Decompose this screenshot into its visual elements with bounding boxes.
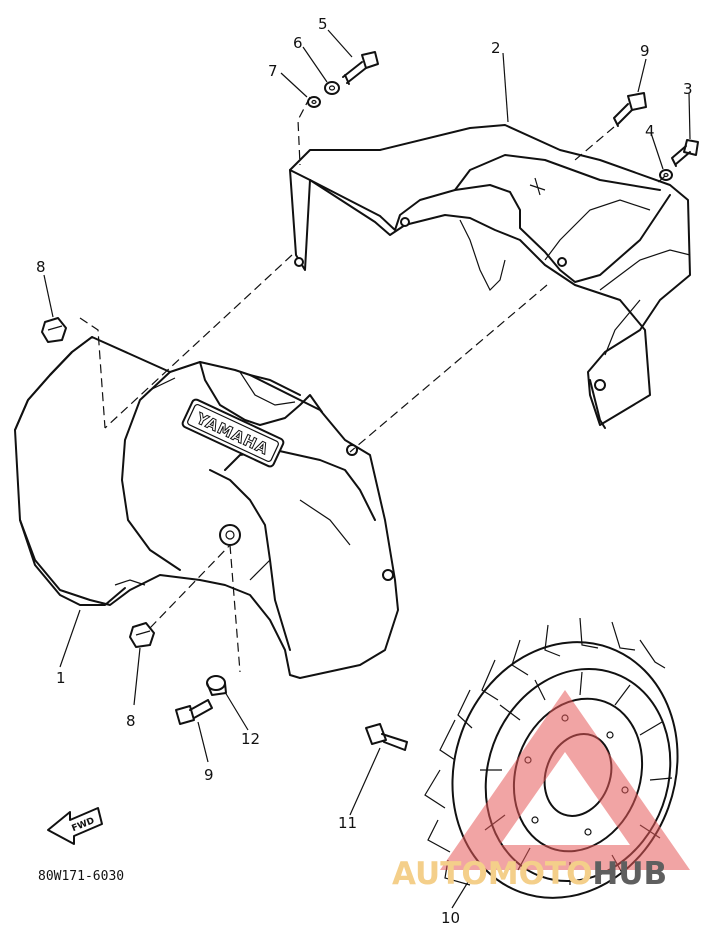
leader-lines [43, 29, 691, 909]
callout-11: 11 [338, 814, 357, 832]
watermark-triangle-icon [440, 690, 690, 870]
callout-2: 2 [491, 39, 501, 57]
callout-10: 10 [441, 909, 460, 927]
callout-9-lower: 9 [204, 766, 214, 784]
part-number: 80W171-6030 [38, 869, 124, 884]
watermark-moto: MOTO [488, 856, 593, 892]
callout-12: 12 [241, 730, 260, 748]
callout-9-upper: 9 [640, 42, 650, 60]
callout-labels: 1 2 3 4 5 6 7 8 8 9 9 10 11 12 [36, 15, 693, 927]
callout-5: 5 [318, 15, 328, 33]
watermark: AUTOMOTOHUB [392, 690, 690, 892]
fasteners [41, 51, 699, 751]
callout-8-upper: 8 [36, 258, 46, 276]
svg-text:AUTOMOTOHUB: AUTOMOTOHUB [392, 856, 667, 892]
callout-7: 7 [268, 62, 278, 80]
watermark-hub: HUB [592, 856, 667, 892]
upper-shroud [289, 124, 691, 429]
fan-cover: YAMAHA [14, 336, 399, 679]
cooling-fan [424, 617, 679, 899]
callout-6: 6 [293, 34, 303, 52]
callout-3: 3 [683, 80, 693, 98]
callout-1: 1 [56, 669, 66, 687]
callout-8-lower: 8 [126, 712, 136, 730]
fwd-arrow: FWD [47, 807, 103, 845]
callout-4: 4 [645, 122, 655, 140]
watermark-auto: AUTO [392, 856, 488, 892]
